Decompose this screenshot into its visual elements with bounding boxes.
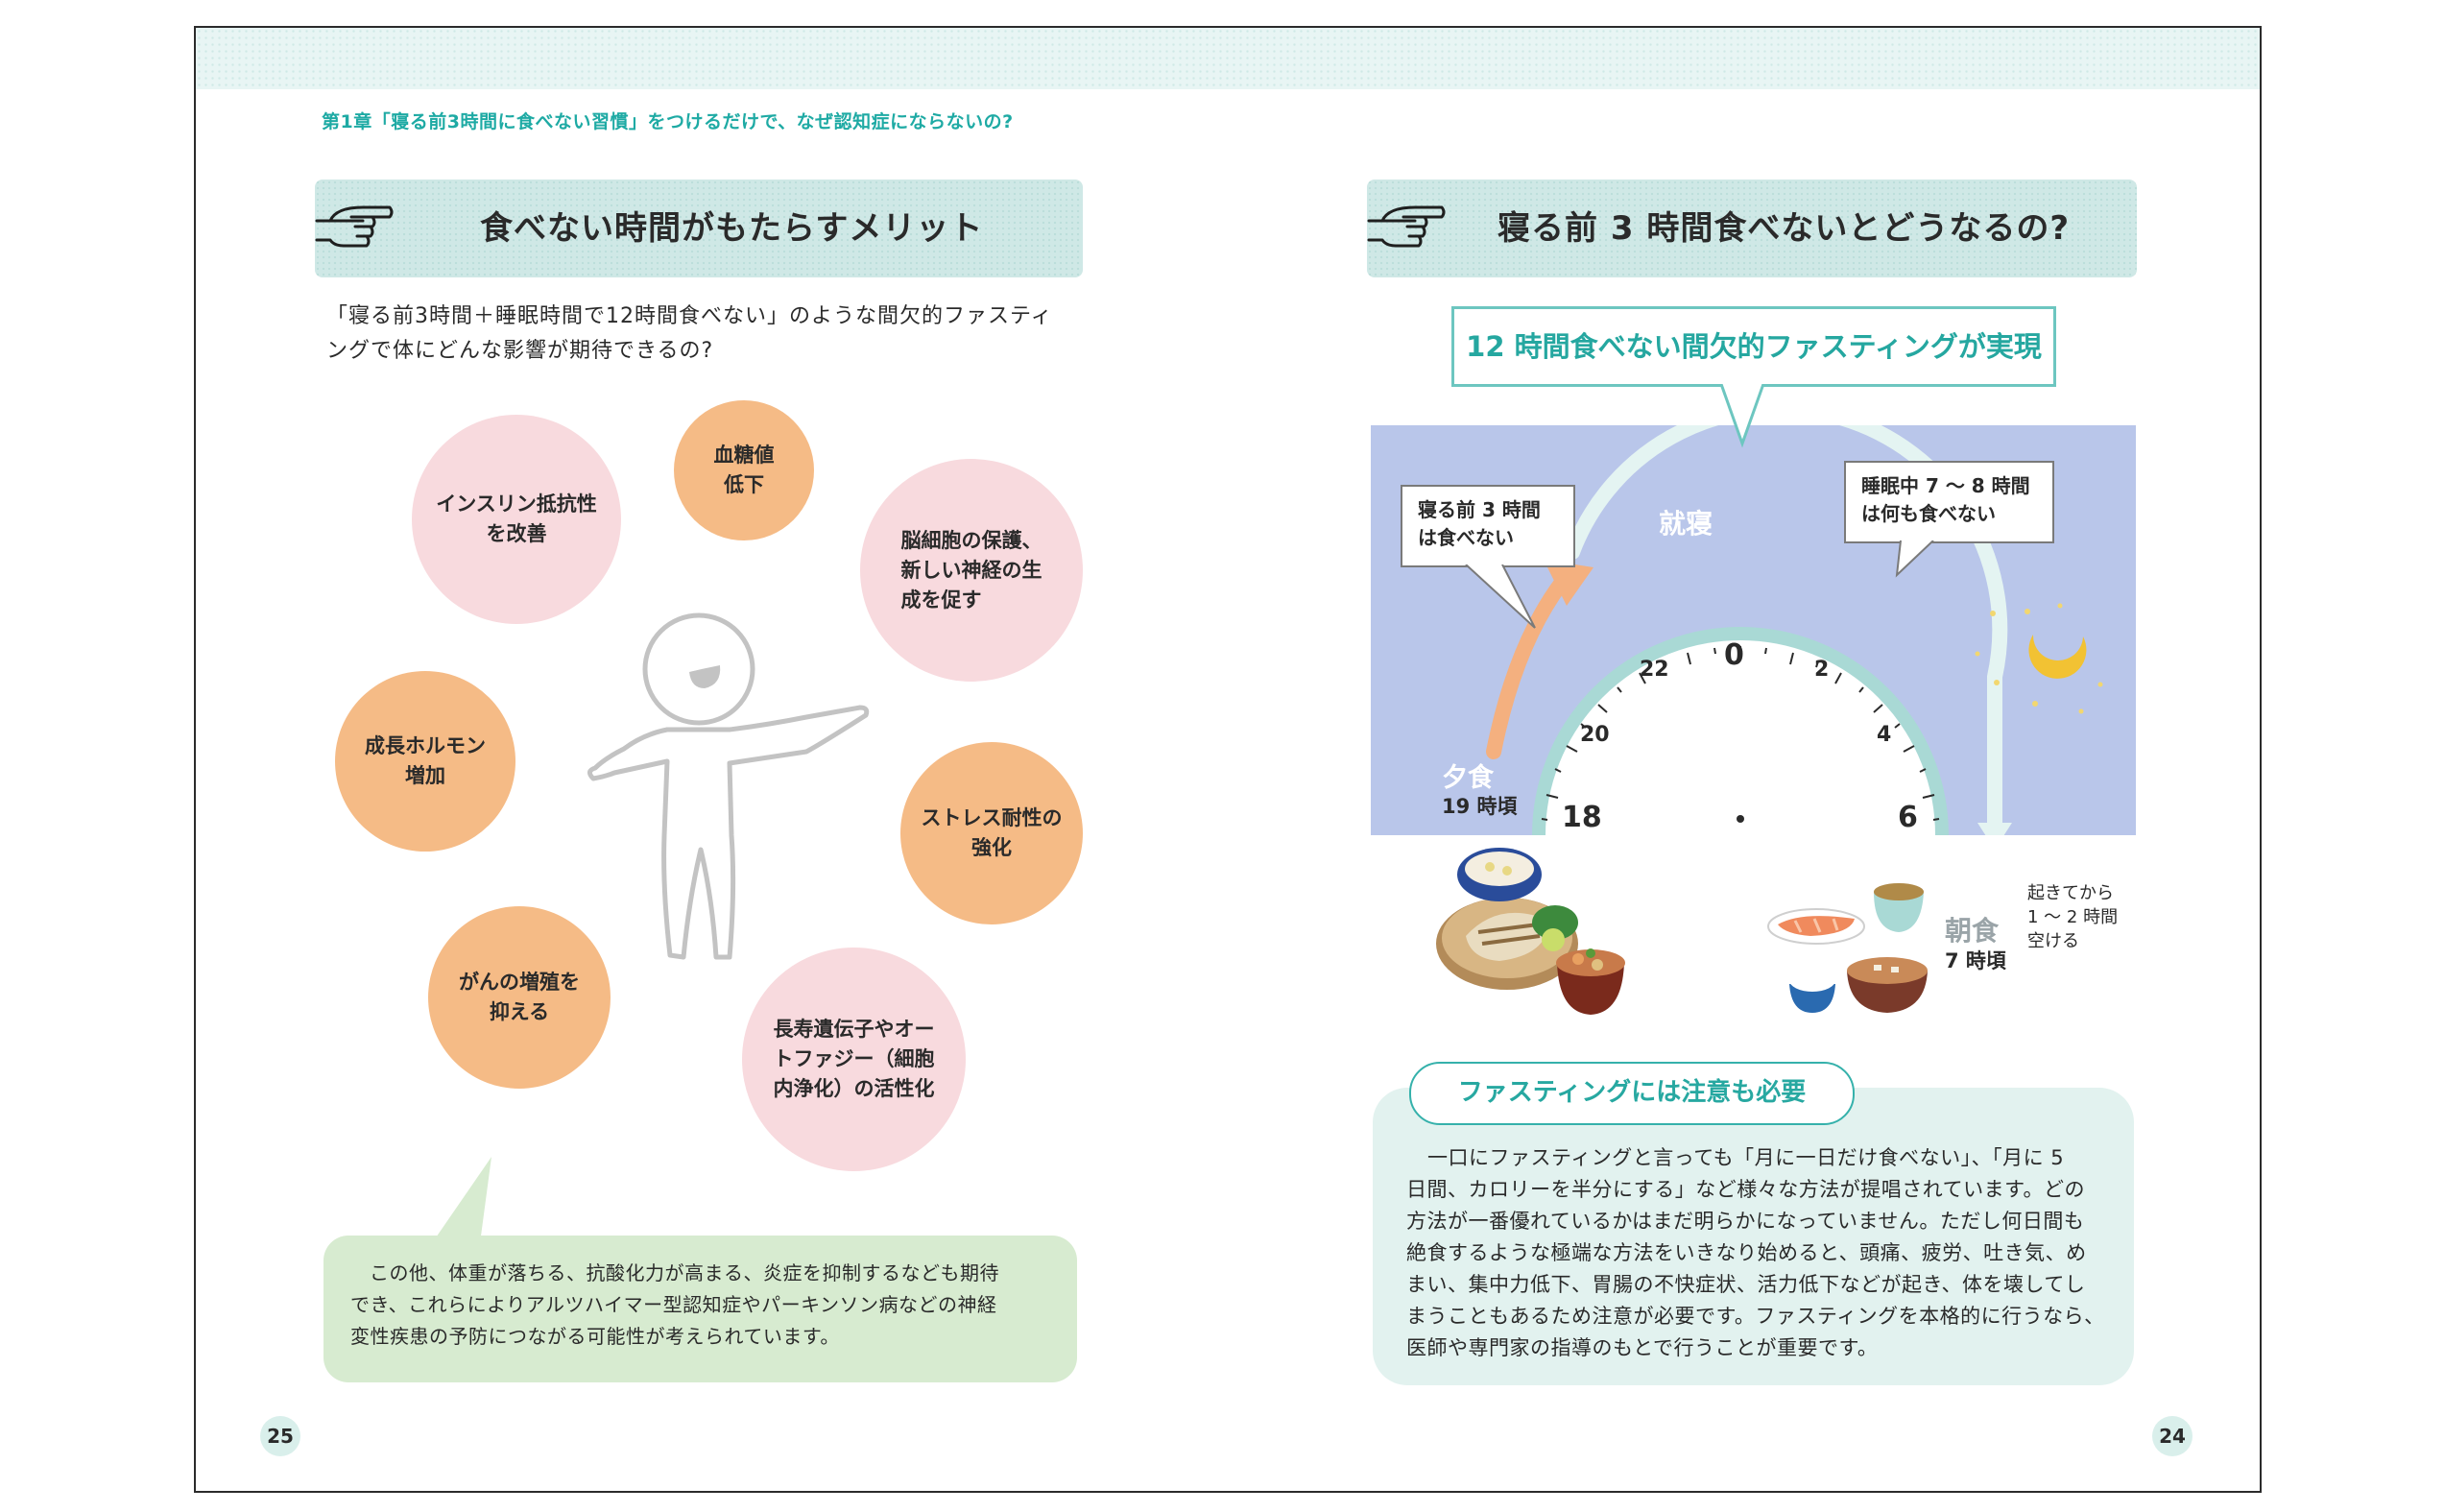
top-decorative-band (196, 28, 2260, 89)
note-bubble-tail (432, 1157, 491, 1243)
bubble-line: 成を促す (900, 588, 982, 612)
headline-box: 12 時間食べない間欠的ファスティングが実現 (1451, 306, 2056, 387)
note-line: 起きてから (2027, 883, 2114, 903)
caution-line: まうこともあるため注意が必要です。ファスティングを本格的に行うなら、 (1406, 1305, 2105, 1328)
bubble-line: インスリン抵抗性 (436, 492, 597, 516)
right-section-band (1367, 180, 2137, 277)
clock-number-18: 18 (1562, 801, 1602, 834)
callout-line: 睡眠中 7 ～ 8 時間 (1861, 474, 2030, 497)
caution-line: 方法が一番優れているかはまだ明らかになっていません。ただし何日間も (1406, 1210, 2085, 1233)
callout-line: は何も食べない (1861, 502, 1996, 525)
callout-line: 寝る前 3 時間 (1418, 498, 1541, 521)
benefit-bubble-insulin: インスリン抵抗性を改善 (412, 415, 621, 624)
clock-number-20: 20 (1580, 723, 1610, 747)
benefit-bubble-stress: ストレス耐性の強化 (900, 742, 1083, 924)
clock-diagram (1486, 425, 2103, 835)
bubble-line: を改善 (486, 522, 547, 545)
after-wake-note: 起きてから 1 ～ 2 時間 空ける (2027, 881, 2118, 953)
note-line: この他、体重が落ちる、抗酸化力が高まる、炎症を抑制するなども期待 (370, 1261, 999, 1284)
bubble-line: がんの増殖を (459, 971, 580, 994)
caution-line: 医師や専門家の指導のもとで行うことが重要です。 (1406, 1336, 1879, 1359)
note-line: 空ける (2027, 931, 2079, 951)
bubble-line: 強化 (971, 836, 1012, 859)
callout-before-pointer (1465, 564, 1536, 629)
bubble-line: 増加 (405, 764, 445, 787)
note-text: この他、体重が落ちる、抗酸化力が高まる、炎症を抑制するなども期待 でき、これらに… (350, 1258, 1061, 1353)
benefit-bubble-growth-hormone: 成長ホルモン増加 (335, 671, 515, 852)
intro-line: ングで体にどんな影響が期待できるの? (326, 339, 714, 363)
clock-number-2: 2 (1814, 658, 1830, 682)
benefit-bubble-cancer: がんの増殖を抑える (428, 906, 611, 1089)
note-line: 1 ～ 2 時間 (2027, 907, 2119, 927)
callout-sleep-pointer (1895, 540, 1934, 578)
bubble-line: 成長ホルモン (365, 734, 486, 757)
benefit-bubble-brain-cells: 脳細胞の保護、新しい神経の生成を促す (860, 459, 1083, 682)
caution-line: 日間、カロリーを半分にする」など様々な方法が提唱されています。どの (1406, 1178, 2085, 1201)
note-line: 変性疾患の予防につながる可能性が考えられています。 (350, 1325, 840, 1348)
benefit-bubble-blood-sugar: 血糖値低下 (674, 400, 814, 540)
pointing-hand-icon (315, 205, 394, 248)
caution-text: 一口にファスティングと言っても「月に一日だけ食べない」、「月に 5 日間、カロリ… (1406, 1142, 2109, 1364)
callout-before-sleep: 寝る前 3 時間 は食べない (1401, 485, 1575, 567)
callout-line: は食べない (1418, 526, 1514, 549)
benefit-bubble-longevity: 長寿遺伝子やオートファジー（細胞内浄化）の活性化 (742, 948, 966, 1171)
bubble-line: 血糖値 (713, 444, 775, 467)
bubble-line: 脳細胞の保護、 (900, 528, 1042, 552)
dinner-time: 19 時頃 (1442, 795, 1518, 818)
bubble-line: トファジー（細胞 (773, 1047, 935, 1070)
caution-title: ファスティングには注意も必要 (1409, 1062, 1855, 1125)
clock-number-6: 6 (1898, 801, 1918, 834)
caution-box (1373, 1088, 2134, 1385)
intro-line: 「寝る前3時間＋睡眠時間で12時間食べない」のような間欠的ファスティ (326, 304, 1053, 328)
bedtime-label: 就寝 (1659, 508, 1713, 540)
bubble-line: 長寿遺伝子やオー (773, 1018, 935, 1041)
dinner-label: 夕食 (1442, 763, 1494, 793)
caution-line: 絶食するような極端な方法をいきなり始めると、頭痛、疲労、吐き気、め (1406, 1241, 2087, 1264)
bubble-line: 抑える (489, 1000, 550, 1023)
chapter-header: 第1章「寝る前3時間に食べない習慣」をつけるだけで、なぜ認知症にならないの? (322, 111, 1014, 132)
clock-number-0: 0 (1724, 638, 1744, 672)
breakfast-label: 朝食 (1945, 915, 2000, 947)
left-section-title: 食べない時間がもたらすメリット (480, 209, 984, 248)
bubble-line: 新しい神経の生 (900, 558, 1042, 582)
left-section-band (315, 180, 1083, 277)
caution-line: まい、集中力低下、胃腸の不快症状、活力低下などが起き、体を壊してし (1406, 1273, 2086, 1296)
bubble-line: 内浄化）の活性化 (773, 1077, 935, 1100)
bubble-line: ストレス耐性の (921, 806, 1063, 829)
note-box (323, 1236, 1077, 1382)
breakfast-time: 7 時頃 (1945, 949, 2006, 972)
clock-number-4: 4 (1877, 723, 1892, 747)
right-section-title: 寝る前 3 時間食べないとどうなるの? (1498, 209, 2071, 248)
pointing-hand-icon (1367, 205, 1446, 248)
note-line: でき、これらによりアルツハイマー型認知症やパーキンソン病などの神経 (350, 1293, 997, 1316)
bubble-line: 低下 (724, 473, 764, 496)
callout-during-sleep: 睡眠中 7 ～ 8 時間 は何も食べない (1844, 461, 2054, 543)
caution-line: 一口にファスティングと言っても「月に一日だけ食べない」、「月に 5 (1427, 1146, 2065, 1169)
clock-number-22: 22 (1640, 658, 1669, 682)
left-intro: 「寝る前3時間＋睡眠時間で12時間食べない」のような間欠的ファスティ ングで体に… (326, 300, 1085, 369)
page-number-left: 25 (260, 1416, 300, 1456)
dinner-illustration (1436, 848, 1625, 1015)
breakfast-illustration (1767, 883, 1928, 1013)
page-number-right: 24 (2152, 1416, 2192, 1456)
person-illustration (587, 612, 870, 960)
headline-pointer (1719, 384, 1765, 448)
